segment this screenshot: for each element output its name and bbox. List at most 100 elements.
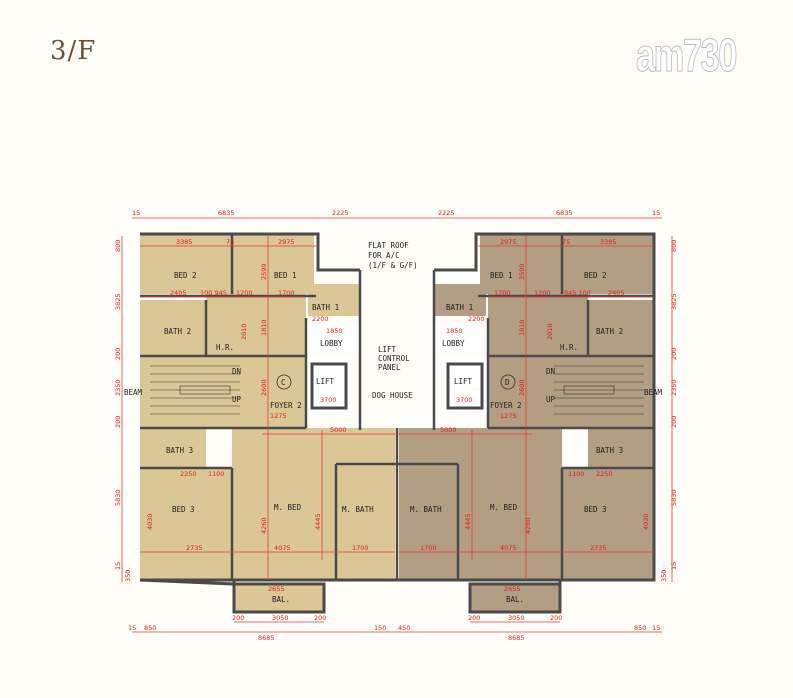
label-dog-house: DOG HOUSE — [372, 391, 413, 400]
unit-marker-circle — [500, 374, 516, 390]
label-bed2: BED 2 — [584, 271, 607, 280]
dim-bottom: 850 — [144, 624, 156, 632]
dim-inner: 2405 — [170, 289, 187, 297]
dim-balcony: 200 — [468, 614, 480, 622]
dim-right: 200 — [670, 416, 678, 428]
label-hr: H.R. — [216, 343, 234, 352]
dim-inner: 1810 — [518, 319, 526, 336]
label-foyer: FOYER 2 — [490, 401, 522, 410]
label-bath1: BATH 1 — [312, 303, 339, 312]
dim-inner: 4445 — [464, 513, 472, 530]
dim-inner: 4075 — [274, 544, 291, 552]
dims-sides: 800 3825 200 2350 200 5830 15 350 800 38… — [114, 240, 678, 582]
floor-title: 3/F — [50, 36, 97, 66]
room-stair-right — [544, 356, 654, 428]
dim-inner: 2600 — [260, 379, 268, 396]
room-stair-left — [140, 356, 250, 428]
room-bath1-right — [434, 284, 486, 316]
dim-inner: 2590 — [518, 263, 526, 280]
dim-right: 200 — [670, 348, 678, 360]
label-bed3: BED 3 — [584, 505, 607, 514]
dim-inner: 945 100 — [564, 289, 591, 297]
room-lift-left — [306, 356, 352, 416]
label-mbath: M. BATH — [410, 505, 442, 514]
dim-inner: 75 — [226, 238, 234, 246]
label-bed1: BED 1 — [274, 271, 297, 280]
dim-inner: 1100 — [208, 470, 225, 478]
room-mbath-left — [336, 464, 395, 580]
dim-right: 15 — [670, 562, 678, 570]
dim-balcony: 200 — [232, 614, 244, 622]
dim-balcony: 3050 — [508, 614, 525, 622]
room-corridor-left — [206, 294, 306, 356]
am730-logo: am730 — [630, 20, 762, 84]
dim-inner: 2250 — [180, 470, 197, 478]
dim-inner: 3385 — [600, 238, 617, 246]
walls — [139, 232, 656, 614]
dim-right: 350 — [660, 570, 668, 582]
dim-inner: 5000 — [440, 426, 457, 434]
dim-inner: 1850 — [326, 327, 343, 335]
dim-inner: 2735 — [590, 544, 607, 552]
room-mbed-left — [232, 464, 336, 580]
label-foyer: FOYER 2 — [270, 401, 302, 410]
label-balcony: BAL. — [506, 595, 524, 604]
dim-bottom: 850 — [634, 624, 646, 632]
dim-inner: 1700 — [420, 544, 437, 552]
room-lobby-right — [434, 324, 488, 352]
label-flat-roof: (1/F & G/F) — [368, 261, 418, 270]
label-bath2: BATH 2 — [164, 327, 191, 336]
dim-inner: 2655 — [504, 585, 521, 593]
dim-right: 2350 — [670, 379, 678, 396]
label-dn: DN — [232, 367, 241, 376]
dim-inner: 1200 — [534, 289, 551, 297]
dim-inner: 2600 — [518, 379, 526, 396]
room-balcony-right — [470, 584, 560, 612]
label-lift: LIFT — [454, 377, 473, 386]
room-mbed-right — [458, 464, 562, 580]
dim-inner: 2200 — [312, 315, 329, 323]
dim-inner: 4030 — [146, 513, 154, 530]
dim-inner: 5000 — [330, 426, 347, 434]
dim-bottom: 15 — [652, 624, 660, 632]
unit-marker-d: D — [505, 378, 510, 387]
room-hall-left — [232, 428, 395, 464]
dimension-lines — [121, 217, 673, 633]
dim-balcony: 200 — [314, 614, 326, 622]
dim-inner: 2200 — [468, 315, 485, 323]
label-mbed: M. BED — [274, 503, 302, 512]
label-beam: BEAM — [644, 388, 663, 397]
dim-inner: 1700 — [352, 544, 369, 552]
dim-inner: 3700 — [320, 396, 337, 404]
room-hall-right — [399, 428, 562, 464]
room-labels-left: BED 2 BED 1 BATH 2 H.R. BATH 1 LOBBY LIF… — [124, 271, 374, 604]
dim-inner: 4075 — [500, 544, 517, 552]
dim-left: 350 — [124, 570, 132, 582]
dim-inner: 4445 — [314, 513, 322, 530]
room-mbath-right — [399, 464, 458, 580]
label-up: UP — [232, 395, 242, 404]
unit-marker-c: C — [281, 378, 286, 387]
dim-inner: 4260 — [524, 517, 532, 534]
room-bath2-right — [588, 300, 654, 356]
label-bath1: BATH 1 — [446, 303, 473, 312]
label-lift: LIFT — [316, 377, 335, 386]
dim-inner: 2010 — [546, 323, 554, 340]
label-hr: H.R. — [560, 343, 578, 352]
room-bath3-left — [140, 428, 206, 468]
dim-inner: 2010 — [240, 323, 248, 340]
label-bath3: BATH 3 — [166, 446, 193, 455]
room-lift-right — [442, 356, 488, 416]
label-flat-roof: FLAT ROOF — [368, 241, 409, 250]
label-lobby: LOBBY — [320, 339, 343, 348]
room-foyer-left — [250, 356, 306, 428]
label-bath3: BATH 3 — [596, 446, 623, 455]
dim-inner: 2250 — [596, 470, 613, 478]
room-foyer-right — [488, 356, 544, 428]
label-flat-roof: FOR A/C — [368, 251, 400, 260]
dim-inner: 100 945 — [200, 289, 227, 297]
dim-inner: 1275 — [500, 412, 517, 420]
label-lift-control-panel: PANEL — [378, 363, 401, 372]
dim-inner: 1700 — [494, 289, 511, 297]
